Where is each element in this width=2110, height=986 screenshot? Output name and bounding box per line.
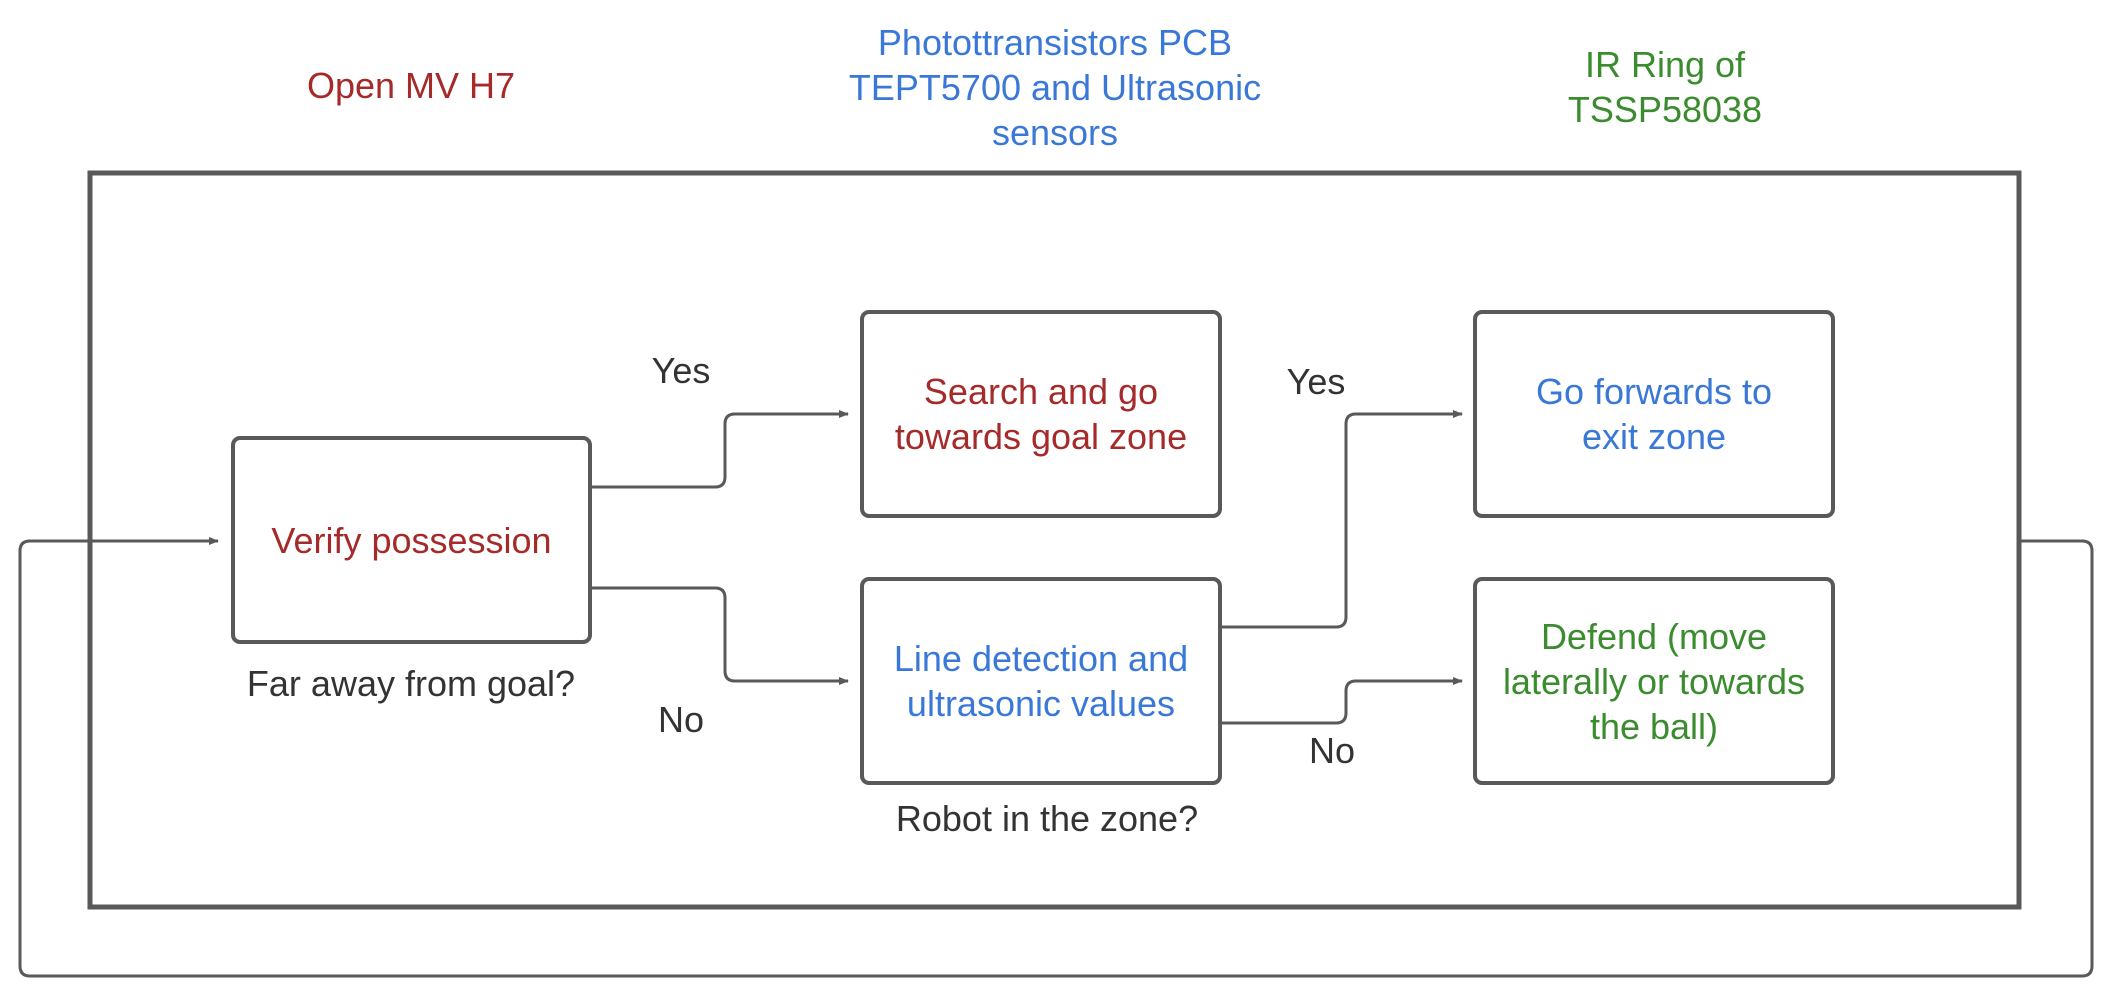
node-search-goal-zone-line-1: Search and go (923, 371, 1159, 412)
no-connector-to-line-detection (592, 586, 849, 685)
branch-label-no-1: No (657, 699, 705, 740)
node-defend: Defend (move laterally or towards the ba… (1473, 577, 1835, 785)
node-search-goal-zone: Search and go towards goal zone (860, 310, 1222, 518)
feedback-loop-connector (18, 537, 2094, 978)
legend-ir-ring-line-2: TSSP58038 (1567, 89, 1763, 130)
legend-phototransistors: Photottransistors PCB TEPT5700 and Ultra… (790, 20, 1320, 155)
legend-ir-ring: IR Ring of TSSP58038 (1490, 42, 1840, 132)
node-go-forwards-line-1: Go forwards to (1535, 371, 1773, 412)
node-search-goal-zone-line-2: towards goal zone (894, 416, 1188, 457)
branch-label-no-2: No (1308, 730, 1356, 771)
legend-phototransistors-line-2: TEPT5700 and Ultrasonic (848, 67, 1262, 108)
branch-label-yes-2: Yes (1286, 361, 1346, 402)
node-line-detection: Line detection and ultrasonic values (860, 577, 1222, 785)
branch-label-yes-1: Yes (651, 350, 711, 391)
node-go-forwards: Go forwards to exit zone (1473, 310, 1835, 518)
yes-connector-to-go-forwards (1222, 410, 1463, 629)
node-defend-line-2: laterally or towards (1502, 660, 1806, 702)
node-verify-possession-text: Verify possession (271, 519, 552, 561)
legend-openmv: Open MV H7 (256, 63, 566, 108)
node-line-detection-line-2: ultrasonic values (906, 683, 1176, 724)
legend-openmv-text: Open MV H7 (306, 65, 516, 106)
node-defend-line-3: the ball) (1589, 705, 1719, 747)
decision-label-far-away: Far away from goal? (246, 663, 576, 704)
yes-connector-to-search (592, 410, 849, 489)
legend-ir-ring-line-1: IR Ring of (1584, 44, 1746, 85)
node-go-forwards-line-2: exit zone (1581, 416, 1727, 457)
decision-label-robot-in-zone: Robot in the zone? (895, 798, 1199, 839)
legend-phototransistors-line-1: Photottransistors PCB (877, 22, 1233, 63)
node-line-detection-line-1: Line detection and (893, 638, 1189, 679)
legend-phototransistors-line-3: sensors (991, 112, 1119, 153)
no-connector-to-defend (1222, 677, 1463, 725)
node-defend-line-1: Defend (move (1540, 615, 1768, 657)
node-verify-possession: Verify possession (231, 436, 592, 644)
